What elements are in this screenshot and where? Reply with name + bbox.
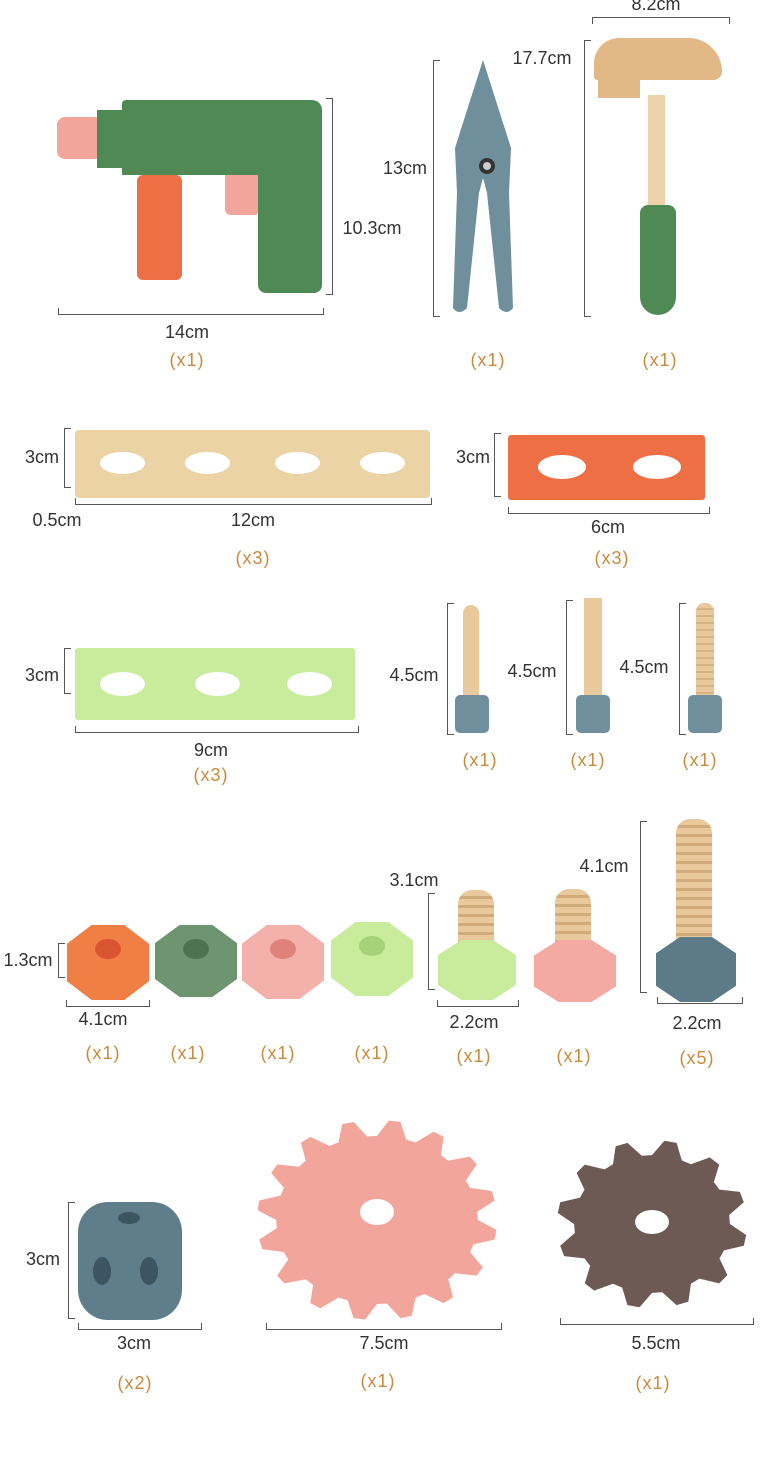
- wood-plank-height-bracket: [64, 428, 71, 488]
- wood-plank-thickness: 0.5cm: [32, 510, 82, 530]
- bolt-3-qty: (x5): [679, 1048, 715, 1068]
- bolt-3-height-bracket: [640, 821, 647, 993]
- drill-width-bracket: [58, 308, 324, 315]
- large-gear-width: 7.5cm: [359, 1333, 409, 1353]
- screw-2-qty: (x1): [570, 750, 606, 770]
- bolt-3-width: 2.2cm: [672, 1013, 722, 1033]
- hammer-height: 17.7cm: [512, 48, 572, 68]
- screw-1-height: 4.5cm: [389, 665, 439, 685]
- orange-plank-height: 3cm: [455, 447, 491, 467]
- bolt-1-height: 3.1cm: [389, 870, 439, 890]
- small-gear: [557, 1140, 747, 1308]
- orange-nut: [67, 925, 149, 1000]
- wood-plank-height: 3cm: [24, 447, 60, 467]
- drill-qty: (x1): [169, 350, 205, 370]
- green-nut: [155, 925, 237, 997]
- drill-height: 10.3cm: [342, 218, 402, 238]
- nut-width-bracket: [66, 1000, 150, 1007]
- nut-qty-4: (x1): [354, 1043, 390, 1063]
- nut-width: 4.1cm: [78, 1009, 128, 1029]
- hammer-width: 8.2cm: [631, 0, 681, 14]
- wood-plank-qty: (x3): [235, 548, 271, 568]
- bolt-3-height: 4.1cm: [579, 856, 629, 876]
- nut-qty-3: (x1): [260, 1043, 296, 1063]
- cube-width-bracket: [78, 1323, 202, 1330]
- large-gear: [257, 1120, 497, 1320]
- orange-plank-qty: (x3): [594, 548, 630, 568]
- toy-pliers: [453, 60, 513, 312]
- bolt-2-qty: (x1): [556, 1046, 592, 1066]
- green-plank-height: 3cm: [24, 665, 60, 685]
- orange-plank-width-bracket: [508, 507, 710, 514]
- screw-2-height: 4.5cm: [507, 661, 557, 681]
- lime-nut: [331, 922, 413, 996]
- pliers-height-bracket: [433, 60, 440, 317]
- small-gear-width: 5.5cm: [631, 1333, 681, 1353]
- hammer-height-bracket: [584, 40, 591, 317]
- wood-plank-width-bracket: [75, 498, 432, 505]
- drill-height-bracket: [326, 98, 333, 295]
- screw-3-qty: (x1): [682, 750, 718, 770]
- screw-1-qty: (x1): [462, 750, 498, 770]
- pliers-height: 13cm: [382, 158, 428, 178]
- drill-width: 14cm: [164, 322, 210, 342]
- cube-height-bracket: [68, 1202, 75, 1319]
- small-gear-qty: (x1): [635, 1373, 671, 1393]
- orange-plank-width: 6cm: [590, 517, 626, 537]
- small-gear-width-bracket: [560, 1318, 754, 1325]
- nut-height-bracket: [58, 943, 65, 978]
- cube-width: 3cm: [116, 1333, 152, 1353]
- screw-3-height: 4.5cm: [619, 657, 669, 677]
- green-plank-height-bracket: [64, 648, 71, 694]
- pink-nut: [242, 925, 324, 999]
- cube-qty: (x2): [117, 1373, 153, 1393]
- screw-3-height-bracket: [679, 603, 686, 735]
- green-plank-width: 9cm: [193, 740, 229, 760]
- cube-height: 3cm: [25, 1249, 61, 1269]
- green-plank: [75, 648, 355, 720]
- wood-plank-width: 12cm: [230, 510, 276, 530]
- connector-cube: [78, 1202, 182, 1320]
- bolt-1-qty: (x1): [456, 1046, 492, 1066]
- pliers-qty: (x1): [470, 350, 506, 370]
- large-gear-qty: (x1): [360, 1371, 396, 1391]
- screw-1-height-bracket: [447, 603, 454, 735]
- nut-qty-2: (x1): [170, 1043, 206, 1063]
- hammer-width-bracket: [592, 17, 730, 24]
- wood-plank: [75, 430, 430, 498]
- orange-plank-height-bracket: [494, 433, 501, 497]
- nut-height: 1.3cm: [3, 950, 53, 970]
- large-gear-width-bracket: [266, 1323, 502, 1330]
- bolt-1-height-bracket: [428, 893, 435, 990]
- hammer-qty: (x1): [642, 350, 678, 370]
- nut-qty-1: (x1): [85, 1043, 121, 1063]
- screw-2-height-bracket: [566, 600, 573, 735]
- bolt-1-width-bracket: [437, 1000, 519, 1007]
- green-plank-qty: (x3): [193, 765, 229, 785]
- bolt-3-width-bracket: [657, 997, 743, 1004]
- green-plank-width-bracket: [75, 726, 359, 733]
- orange-plank: [508, 435, 705, 500]
- bolt-1-width: 2.2cm: [449, 1012, 499, 1032]
